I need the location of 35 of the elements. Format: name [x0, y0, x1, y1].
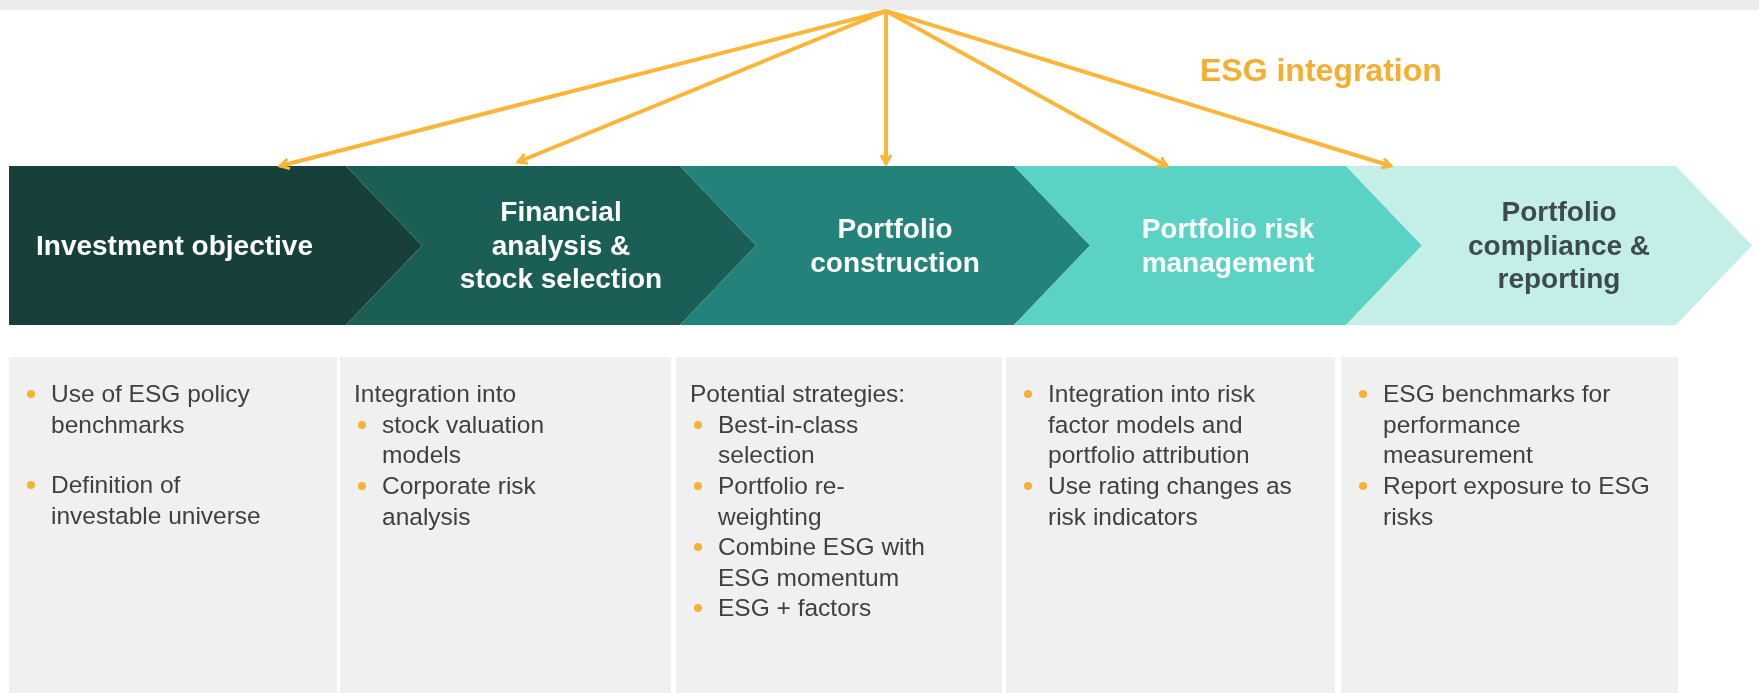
- stage-title: Financial analysis & stock selection: [458, 195, 664, 297]
- stage-band: [346, 166, 756, 325]
- arrow: [278, 9, 887, 171]
- description-panel: [676, 357, 1002, 693]
- bullet-item: Use of ESG policy benchmarks: [51, 379, 251, 440]
- intro-text: Integration into: [354, 379, 518, 409]
- bullet-item: Integration into risk factor models and portfolio attribution: [1048, 379, 1256, 471]
- bullet-item: Portfolio re-weighting: [718, 470, 846, 532]
- bullet-item: Definition of investable universe: [51, 470, 262, 531]
- arrow: [885, 9, 1169, 168]
- stage-title: Portfolio risk management: [1140, 211, 1316, 280]
- bullet-item: Corporate risk analysis: [382, 470, 537, 532]
- stage-band: [1346, 166, 1752, 325]
- bullet-item: Best-in-class selection: [718, 409, 860, 471]
- bullet-item: stock valuation models: [382, 409, 546, 471]
- stage-title: Investment objective: [35, 228, 314, 263]
- bullet-item: ESG benchmarks for performance measurement: [1383, 379, 1612, 471]
- bullet-item: Report exposure to ESG risks: [1383, 470, 1651, 532]
- stage-band: [680, 166, 1090, 325]
- stage-band: [1014, 166, 1422, 325]
- description-panel: [1006, 357, 1335, 693]
- bullet-item: ESG + factors: [718, 593, 873, 624]
- arrow: [885, 9, 1393, 170]
- stage-title: Portfolio compliance & reporting: [1466, 195, 1652, 297]
- bullet-item: Use rating changes as risk indicators: [1048, 470, 1293, 532]
- stage-title: Portfolio construction: [809, 211, 981, 280]
- description-panel: [1341, 357, 1678, 693]
- annotation-label: ESG integration: [1200, 52, 1442, 89]
- description-panel: [9, 357, 337, 693]
- arrow: [879, 11, 893, 166]
- description-panel: [340, 357, 671, 693]
- stage-band: [9, 166, 422, 325]
- arrow: [516, 9, 887, 165]
- intro-text: Potential strategies:: [690, 379, 907, 409]
- bullet-item: Combine ESG with ESG momentum: [718, 532, 926, 593]
